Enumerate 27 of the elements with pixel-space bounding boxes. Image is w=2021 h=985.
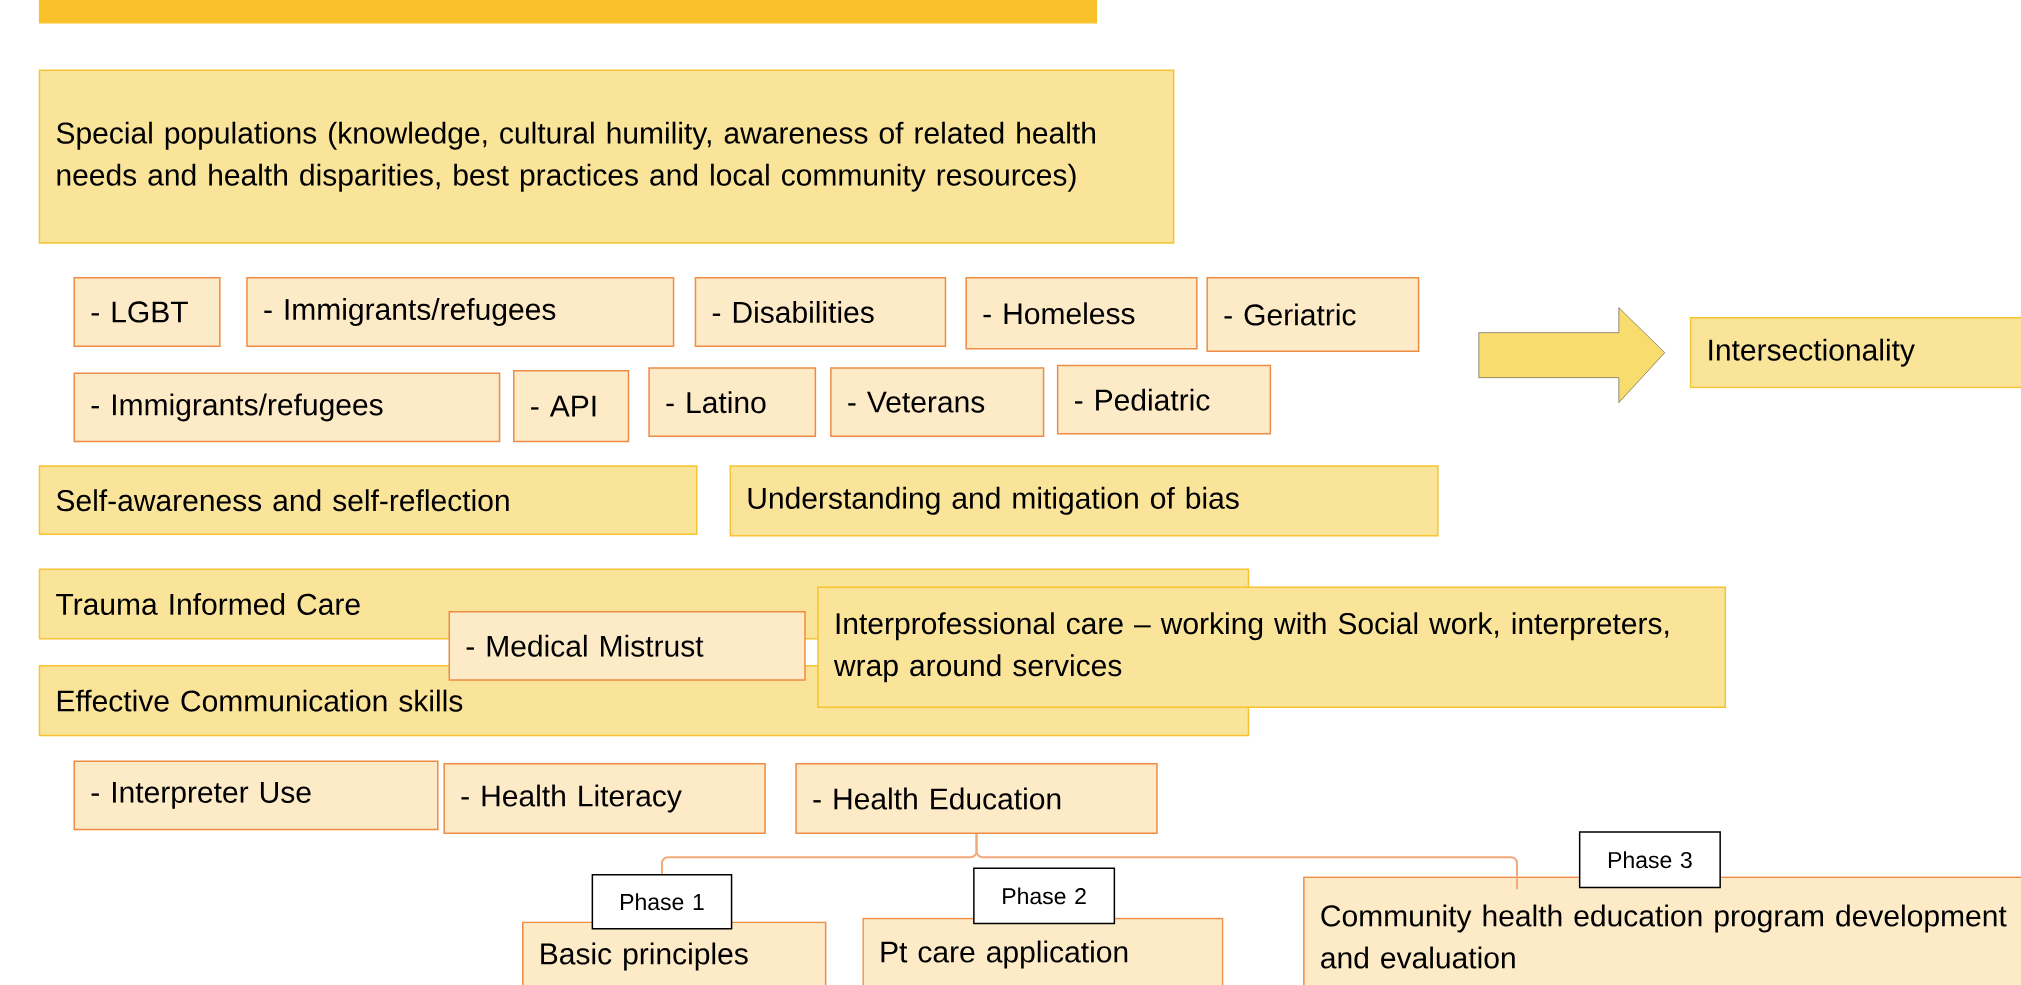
tag-box: Basic principles	[522, 921, 827, 985]
tag-box: - Medical Mistrust	[448, 610, 806, 681]
tag-box: - Interpreter Use	[73, 760, 439, 831]
topic-box: Interprofessional care – working with Social work, interpreters, wrap around services	[817, 586, 1727, 708]
tag-box: Community health education program development and evaluation	[1303, 876, 2021, 985]
tag-box: - Health Education	[795, 763, 1158, 835]
tag-box: - LGBT	[73, 277, 221, 347]
topic-box: Special populations (knowledge, cultural humility, awareness of related health needs and health disparities, best practices and local community resources)	[38, 69, 1175, 244]
phase-label-box: Phase 1	[591, 873, 733, 930]
tag-box: - API	[513, 369, 630, 443]
topic-box: Intersectionality	[1689, 317, 2021, 389]
tag-box: Pt care application	[862, 917, 1224, 985]
tag-box: - Veterans	[830, 367, 1045, 438]
tag-box: - Health Literacy	[443, 763, 766, 835]
header-bar	[38, 0, 1098, 24]
phase-label-box: Phase 2	[973, 867, 1116, 925]
tag-box: - Geriatric	[1206, 277, 1420, 353]
block-arrow	[1478, 307, 1665, 403]
tag-box: - Immigrants/refugees	[73, 372, 501, 443]
tag-box: - Homeless	[965, 277, 1198, 350]
topic-box: Understanding and mitigation of bias	[729, 465, 1439, 537]
tag-box: - Latino	[648, 367, 817, 438]
topic-box: Self-awareness and self-reflection	[38, 465, 698, 536]
tag-box: - Pediatric	[1056, 364, 1272, 435]
phase-label-box: Phase 3	[1578, 831, 1721, 889]
tag-box: - Disabilities	[694, 277, 947, 347]
tag-box: - Immigrants/refugees	[246, 277, 675, 347]
